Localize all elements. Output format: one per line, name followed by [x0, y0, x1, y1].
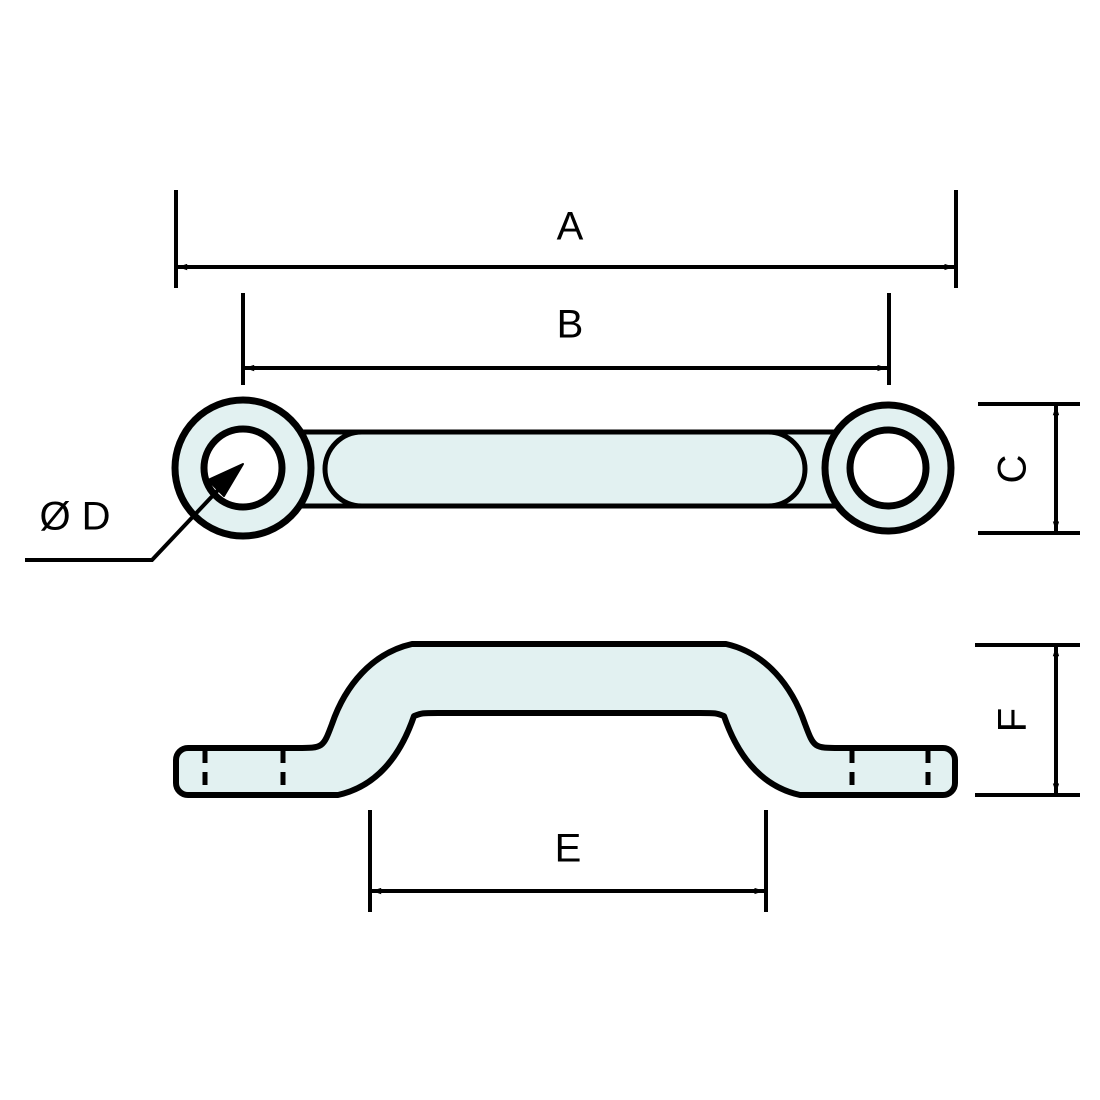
dimension-d-label: Ø D	[39, 495, 110, 539]
dimension-c: C	[978, 402, 1080, 535]
side-view	[173, 641, 958, 798]
dimension-a-label: A	[557, 205, 584, 249]
dimension-a: A	[174, 190, 958, 288]
dimension-d-leader-line	[25, 469, 238, 562]
dimension-d: Ø D	[25, 463, 244, 562]
dimension-d-arrowhead	[207, 463, 244, 497]
dimension-c-label: C	[991, 455, 1035, 484]
side-profile-body	[173, 641, 958, 798]
dimension-b: B	[241, 293, 891, 385]
dimension-e: E	[368, 810, 768, 912]
dimension-e-label: E	[555, 827, 582, 871]
dimension-b-label: B	[557, 303, 584, 347]
dimension-f-label: F	[991, 708, 1035, 732]
dimension-f: F	[975, 643, 1080, 797]
plan-raised-rib	[322, 429, 808, 509]
plan-right-hole	[846, 426, 930, 510]
